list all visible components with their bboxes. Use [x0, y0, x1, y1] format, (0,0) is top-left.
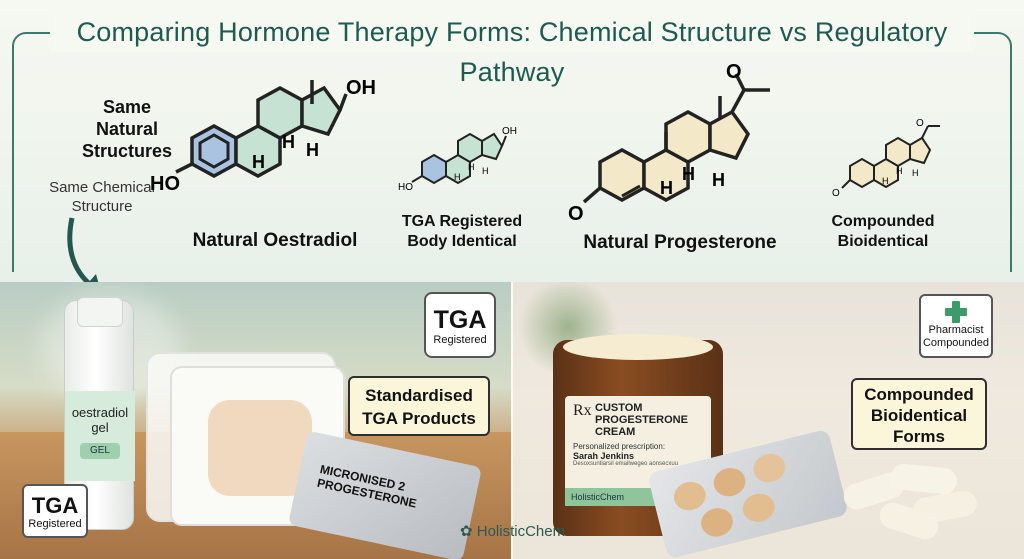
caption-line: TGA Registered [401, 213, 523, 230]
callout-line: Standardised [365, 386, 473, 405]
gel-tag: GEL [80, 443, 120, 459]
callout-line: Forms [893, 427, 945, 446]
jar-patient-name: Sarah Jenkins [573, 451, 635, 461]
medical-cross-icon [945, 301, 967, 323]
h-label: H [282, 132, 295, 152]
natural-oestradiol-caption: Natural Oestradiol [192, 230, 358, 251]
pump-head [77, 297, 123, 327]
callout-line: Bioidentical [870, 406, 968, 425]
hormone-patch [208, 400, 312, 496]
cream-surface [563, 334, 713, 360]
amber-cream-jar: Rx CUSTOM PROGESTERONE CREAM Personalize… [553, 334, 723, 536]
h-label: H [468, 162, 475, 172]
callout-line: Compounded [864, 385, 974, 404]
troche [698, 504, 736, 540]
troche [739, 490, 778, 526]
bottle-label: oestradiol gel GEL [65, 391, 135, 481]
progesterone-small-structure: O O H H H [832, 118, 940, 199]
h-label: H [482, 166, 489, 176]
same-natural-structures-label: Same Natural Structures [62, 96, 192, 162]
o-label: O [832, 188, 840, 199]
badge-title: TGA [433, 306, 487, 334]
o-label: O [726, 62, 742, 83]
oh-label: OH [502, 126, 517, 137]
h-label: H [252, 152, 265, 172]
oestradiol-small-structure: OH HO H H H [398, 126, 517, 193]
standardised-tga-callout: Standardised TGA Products [348, 376, 490, 436]
natural-progesterone-caption: Natural Progesterone [583, 232, 777, 253]
tga-products-photo: oestradiol gel GEL MICRONISED 2 PROGESTE… [0, 282, 511, 559]
h-label: H [454, 172, 461, 182]
same-chemical-structure-note: Same Chemical Structure [32, 178, 172, 216]
page-title: Comparing Hormone Therapy Forms: Chemica… [50, 12, 974, 87]
side-label-line: Structures [81, 141, 173, 161]
jar-prescription-line: Personalized prescription: [573, 442, 666, 451]
h-label: H [660, 178, 673, 198]
compounded-bioidentical-caption: Compounded Bioidentical [818, 212, 948, 252]
caption-line: Bioidentical [837, 233, 929, 250]
tga-body-identical-caption: TGA Registered Body Identical [392, 212, 532, 252]
caption-line: Compounded [831, 213, 935, 230]
troche [710, 464, 749, 500]
h-label: H [682, 164, 695, 184]
jar-title: CUSTOM PROGESTERONE CREAM [595, 402, 703, 438]
brand-watermark: ✿ HolisticChem [460, 522, 565, 540]
leaf-icon: ✿ [460, 523, 473, 540]
chem-note-line: Same Chemical [49, 179, 155, 196]
chem-note-line: Structure [71, 198, 133, 215]
badge-line: Pharmacist [928, 324, 984, 336]
side-label-line: Same [102, 97, 152, 117]
compounded-forms-photo: Rx CUSTOM PROGESTERONE CREAM Personalize… [513, 282, 1024, 559]
caption-line: Body Identical [407, 233, 517, 250]
badge-subtitle: Registered [433, 334, 487, 346]
h-label: H [712, 170, 725, 190]
h-label: H [912, 168, 919, 178]
ho-label: HO [398, 182, 413, 193]
ho-label: HO [150, 173, 180, 195]
h-label: H [306, 140, 319, 160]
compounded-forms-callout: Compounded Bioidentical Forms [851, 378, 987, 450]
gel-label-line: gel [91, 420, 109, 435]
h-label: H [896, 166, 903, 176]
blister-text: MICRONISED 2 PROGESTERONE [316, 462, 421, 510]
oh-label: OH [346, 77, 376, 99]
o-label: O [916, 118, 924, 129]
jar-title-line: PROGESTERONE [595, 414, 688, 426]
troche [670, 478, 709, 514]
callout-line: TGA Products [362, 409, 476, 428]
badge-subtitle: Registered [28, 518, 82, 530]
h-label: H [882, 176, 889, 186]
jar-title-line: CUSTOM [595, 402, 643, 414]
jar-title-line: CREAM [595, 426, 636, 438]
gel-label-line: oestradiol [71, 405, 129, 420]
side-label-line: Natural [95, 119, 158, 139]
badge-line: Compounded [922, 337, 990, 349]
tga-registered-badge-bottom: TGA Registered [22, 484, 88, 538]
badge-title: TGA [31, 493, 79, 518]
oestradiol-structure: OH HO H H H [150, 77, 376, 195]
gel-label-text: oestradiol gel [65, 391, 135, 435]
rx-symbol: Rx [573, 402, 592, 419]
jar-label: Rx CUSTOM PROGESTERONE CREAM Personalize… [565, 396, 711, 506]
o-label: O [568, 203, 584, 225]
tga-registered-badge: TGA Registered [424, 292, 496, 358]
progesterone-structure: O O H H H [568, 62, 770, 225]
pharmacist-compounded-badge: Pharmacist Compounded [919, 294, 993, 358]
jar-fine-print: Desoxsuntiarsil emailwegeo aonsecxuu [573, 461, 679, 467]
brand-name: HolisticChem [476, 523, 566, 540]
troche [750, 450, 789, 486]
